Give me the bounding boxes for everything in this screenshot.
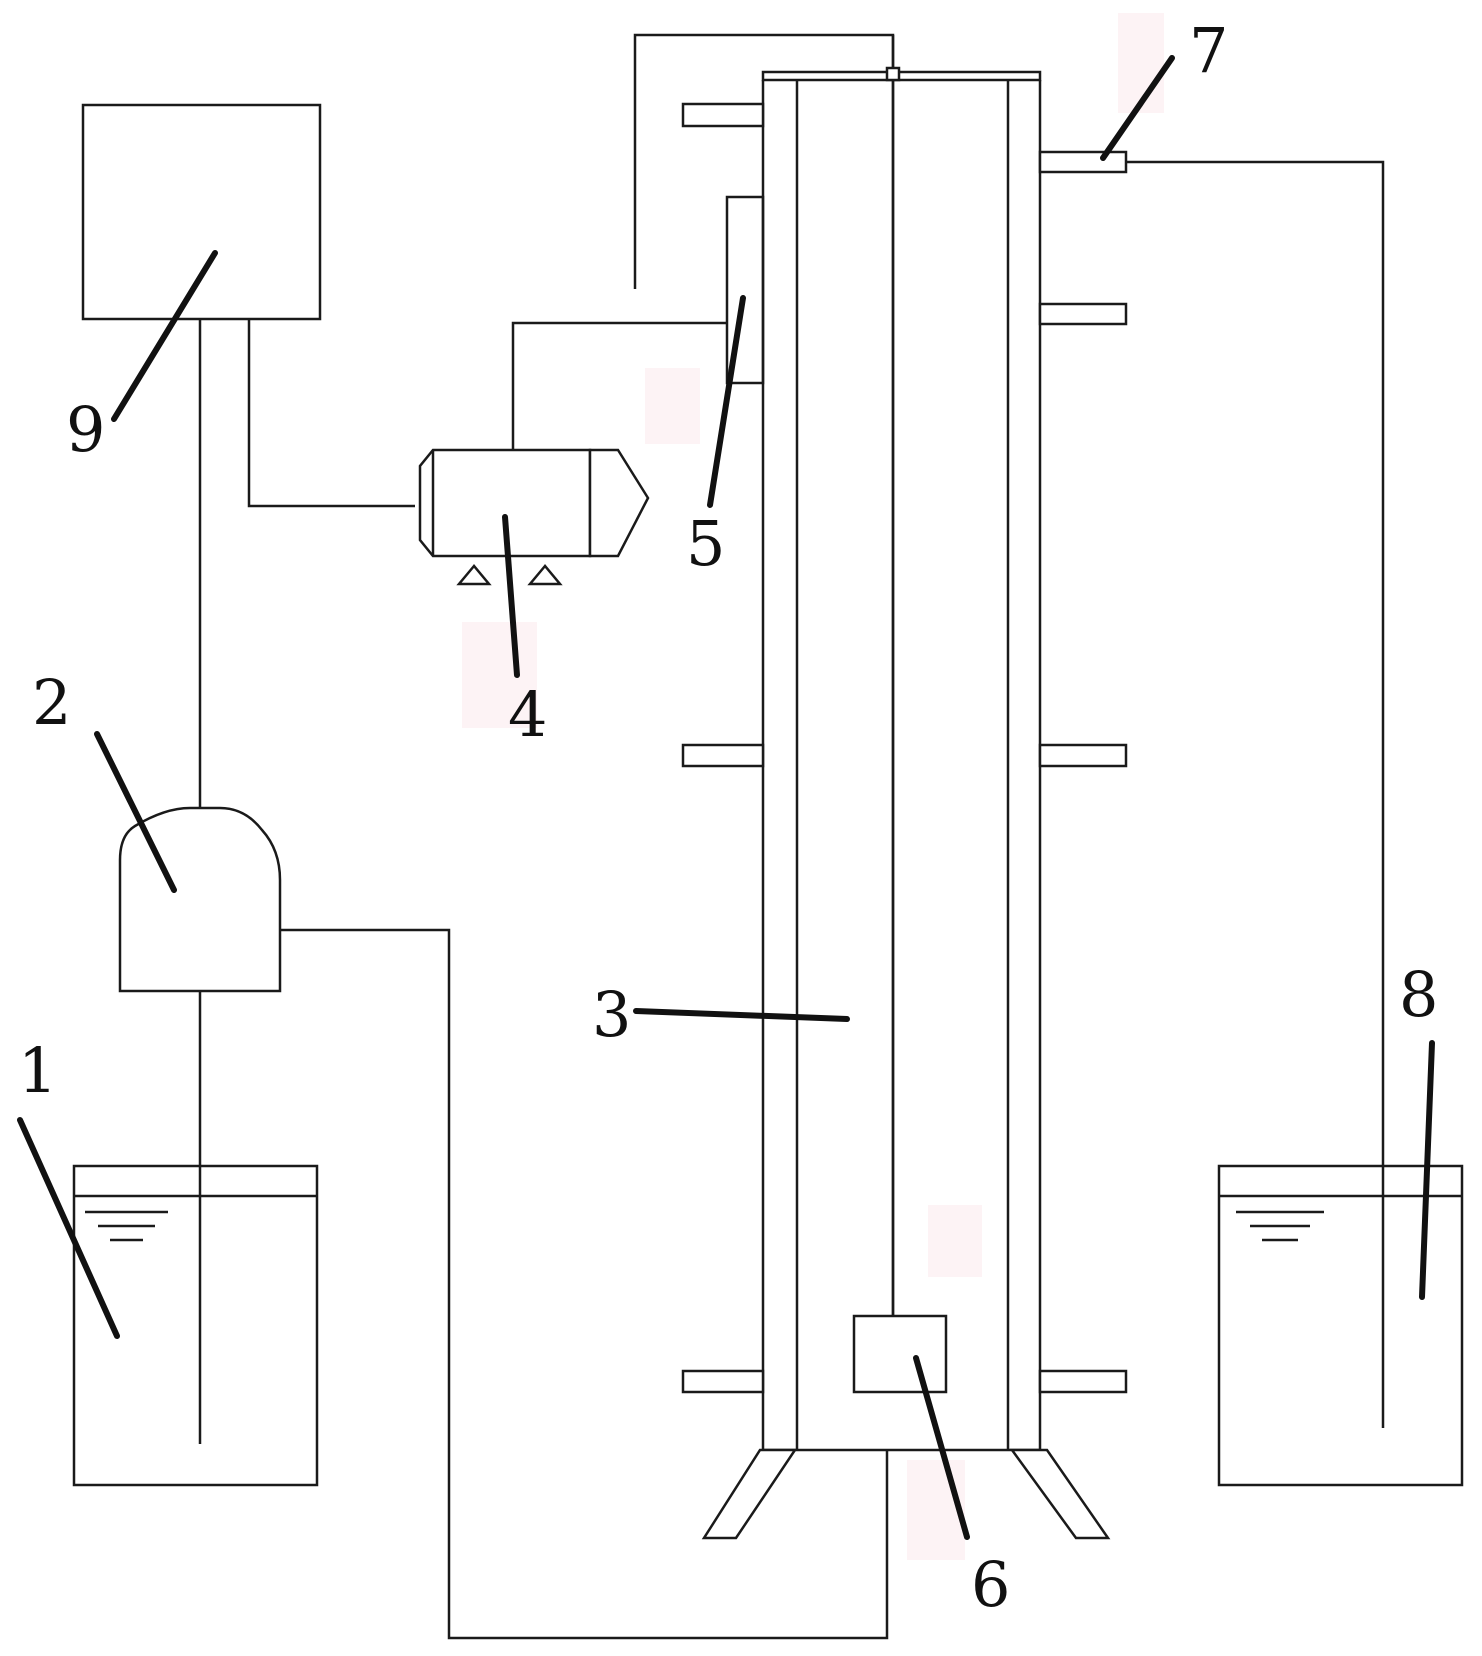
part-numbers: 1 2 3 4 5 6 7 8 9 xyxy=(18,14,1438,1621)
label-5: 5 xyxy=(686,507,725,580)
connection-lines xyxy=(198,33,1385,1640)
controller-box xyxy=(81,103,322,321)
reactor-column xyxy=(761,35,1042,1452)
label-7: 7 xyxy=(1189,14,1228,87)
label-8: 8 xyxy=(1399,958,1438,1031)
side-ports xyxy=(681,102,1128,1394)
label-3: 3 xyxy=(592,978,631,1051)
blower-motor xyxy=(418,448,650,586)
collection-tank xyxy=(1217,1164,1464,1487)
label-9: 9 xyxy=(66,393,105,466)
label-2: 2 xyxy=(32,666,71,739)
label-1: 1 xyxy=(18,1034,57,1107)
aerator xyxy=(852,1314,948,1394)
label-4: 4 xyxy=(508,678,547,751)
leader-lines xyxy=(17,55,1435,1540)
pump xyxy=(118,806,282,993)
label-6: 6 xyxy=(971,1548,1010,1621)
column-legs xyxy=(701,1448,1111,1540)
